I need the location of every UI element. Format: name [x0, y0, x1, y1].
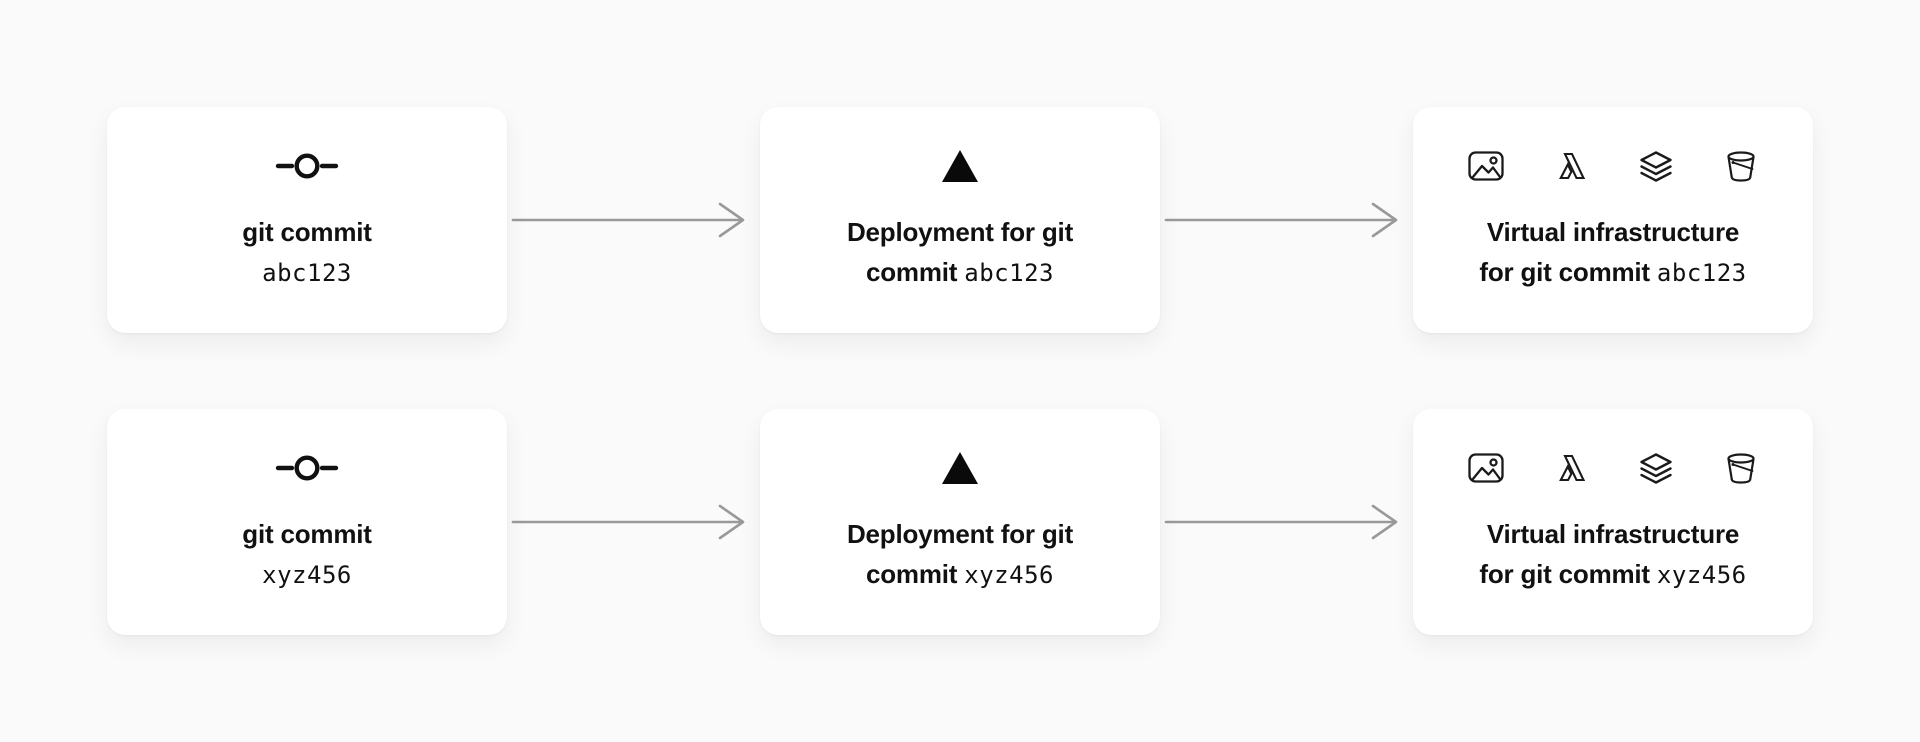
- card-title: git commit xyz456: [242, 514, 372, 595]
- deployment-card: Deployment for git commit xyz456: [760, 409, 1160, 635]
- card-title-text: Deployment for git: [846, 518, 1074, 549]
- commit-hash: xyz456: [1656, 560, 1747, 589]
- flow-arrow: [1160, 502, 1413, 542]
- flow-row: git commit xyz456 Deployment for git com…: [107, 409, 1813, 635]
- layers-icon: [1639, 452, 1672, 484]
- commit-hash: abc123: [964, 258, 1054, 287]
- card-title: Virtual infrastructure for git commit ab…: [1479, 212, 1746, 293]
- card-title-text: for git commit: [1479, 256, 1650, 287]
- card-title-text: git commit: [242, 518, 372, 549]
- bucket-icon: [1726, 150, 1755, 182]
- card-title-text: commit: [865, 256, 958, 287]
- vercel-triangle-icon: [942, 149, 978, 182]
- image-icon: [1467, 150, 1504, 181]
- arrow-icon: [1164, 202, 1398, 238]
- image-icon: [1467, 452, 1504, 483]
- lambda-icon: [1558, 454, 1585, 481]
- flow-row: git commit abc123 Deployment for git com…: [107, 107, 1813, 333]
- arrow-icon: [511, 504, 745, 540]
- lambda-icon: [1558, 152, 1585, 179]
- card-title-text: Virtual infrastructure: [1486, 518, 1740, 549]
- card-title-text: Deployment for git: [846, 216, 1074, 247]
- commit-hash: abc123: [262, 258, 352, 287]
- layers-icon: [1639, 150, 1672, 182]
- virtual-infrastructure-card: Virtual infrastructure for git commit ab…: [1413, 107, 1813, 333]
- card-title: git commit abc123: [242, 212, 372, 293]
- commit-hash: xyz456: [262, 560, 352, 589]
- bucket-icon: [1726, 452, 1755, 484]
- arrow-icon: [511, 202, 745, 238]
- commit-hash: abc123: [1656, 258, 1747, 287]
- git-commit-icon: [275, 454, 339, 481]
- git-commit-icon: [275, 152, 339, 179]
- flow-arrow: [1160, 200, 1413, 240]
- card-title: Virtual infrastructure for git commit xy…: [1479, 514, 1746, 595]
- virtual-infrastructure-card: Virtual infrastructure for git commit xy…: [1413, 409, 1813, 635]
- flow-arrow: [507, 200, 760, 240]
- flow-arrow: [507, 502, 760, 542]
- card-title: Deployment for git commit abc123: [847, 212, 1073, 293]
- arrow-icon: [1164, 504, 1398, 540]
- git-commit-card: git commit xyz456: [107, 409, 507, 635]
- card-title-text: git commit: [242, 216, 372, 247]
- card-title-text: commit: [865, 558, 958, 589]
- vercel-triangle-icon: [942, 451, 978, 484]
- commit-hash: xyz456: [964, 560, 1054, 589]
- git-commit-card: git commit abc123: [107, 107, 507, 333]
- card-title: Deployment for git commit xyz456: [847, 514, 1073, 595]
- card-title-text: for git commit: [1479, 558, 1650, 589]
- card-title-text: Virtual infrastructure: [1486, 216, 1740, 247]
- deployment-card: Deployment for git commit abc123: [760, 107, 1160, 333]
